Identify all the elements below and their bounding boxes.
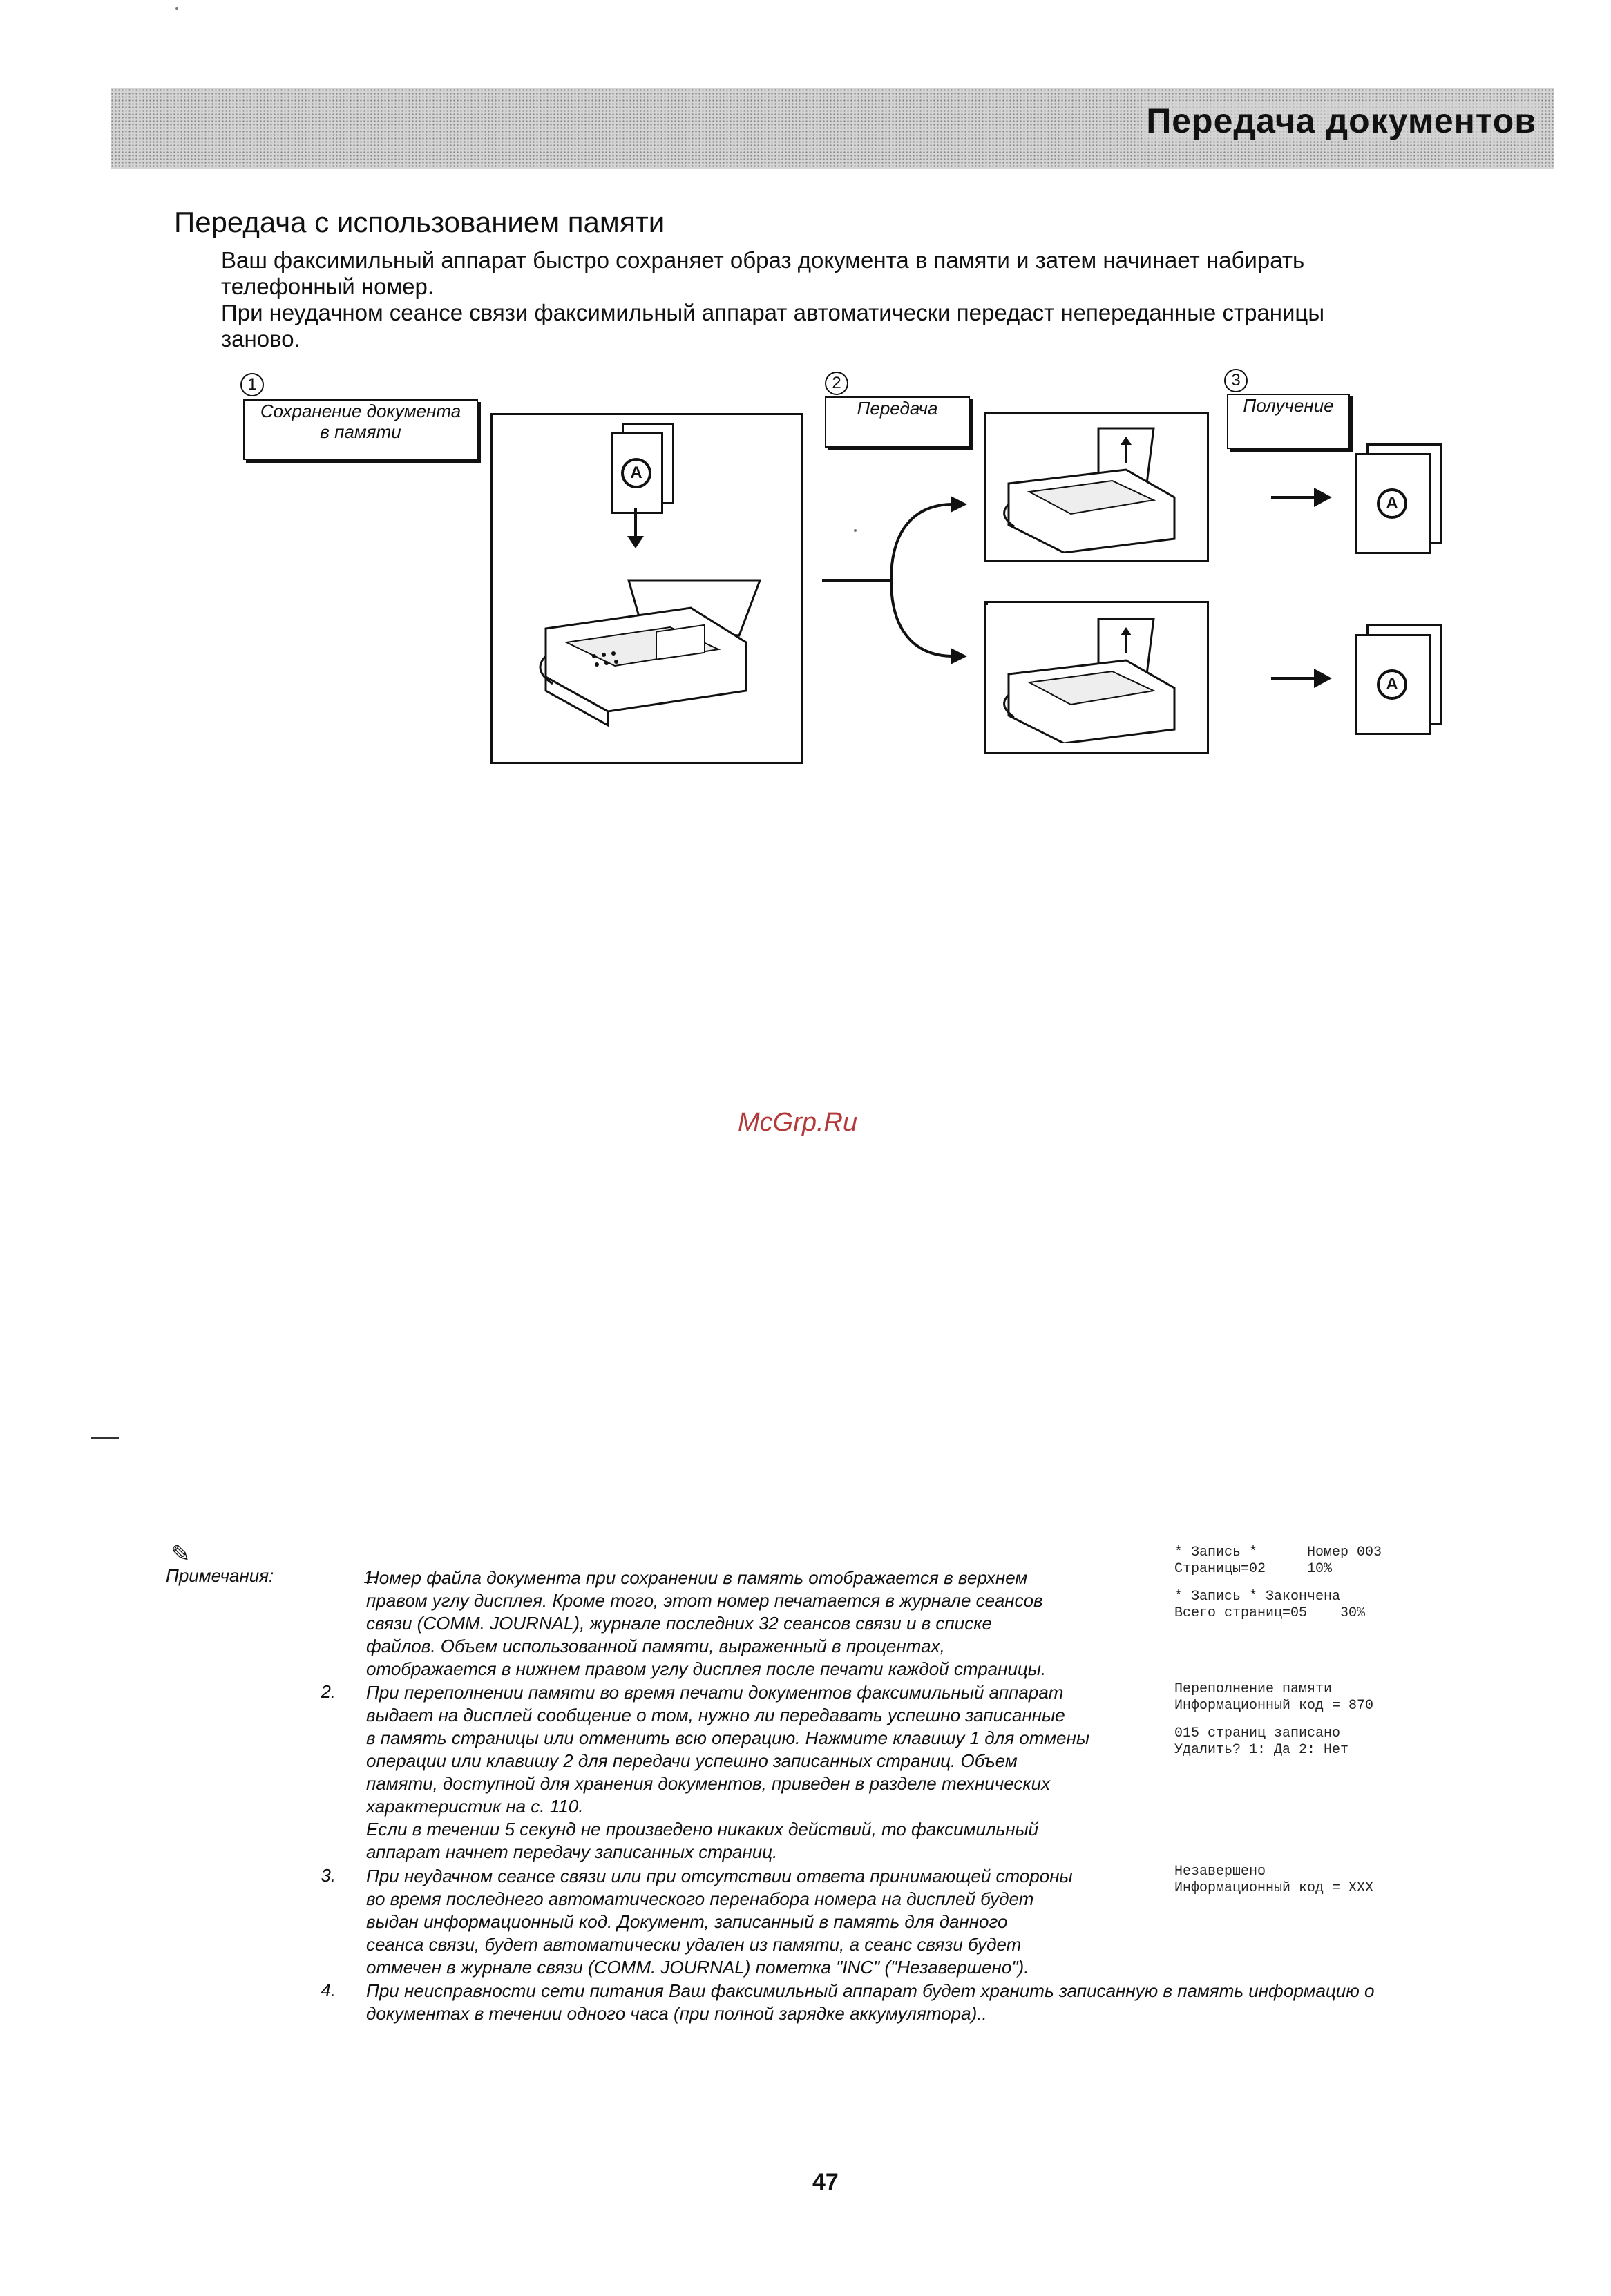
step-2-label-box: Передача [825, 396, 970, 448]
fax-machine-icon [539, 579, 762, 727]
note-1-line-5: отображается в нижнем правом углу диспле… [366, 1658, 1047, 1679]
step-1-label-line1: Сохранение документа [260, 401, 461, 421]
display-2-line-1: * Запись * Закончена [1174, 1589, 1341, 1605]
step-1-label-box: Сохранение документа в памяти [243, 399, 478, 460]
note-2-number: 2. [321, 1681, 336, 1702]
note-1-line-4: файлов. Объем использованной памяти, выр… [366, 1636, 945, 1656]
note-3-line-3: выдан информационный код. Документ, запи… [366, 1911, 1008, 1932]
note-3-text: При неудачном сеансе связи или при отсут… [366, 1865, 1333, 1979]
section-heading: Передача с использованием памяти [174, 206, 665, 238]
intro-line-1: Ваш факсимильный аппарат быстро сохраняе… [221, 247, 1305, 273]
note-1-line-1: Номер файла документа при сохранении в п… [366, 1567, 1028, 1588]
received-doc-top: A [1355, 453, 1431, 554]
step-3-label-box: Получение [1227, 394, 1350, 449]
note-4-text: При неисправности сети питания Ваш факси… [366, 1980, 1541, 2025]
note-2-line-8: аппарат начнет передачу записанных стран… [366, 1841, 778, 1862]
display-2-line-2: Всего страниц=05 30% [1174, 1605, 1366, 1621]
received-doc-top-mark: A [1377, 488, 1407, 519]
display-3-line-2: Информационный код = 870 [1174, 1698, 1374, 1714]
step-2-label: Передача [857, 398, 938, 419]
note-1-line-2: правом углу дисплея. Кроме того, этот но… [366, 1590, 1043, 1611]
store-panel [490, 413, 803, 764]
scan-speck [854, 529, 857, 532]
transmit-panel-top [984, 412, 1209, 562]
scan-speck [175, 7, 178, 10]
step-2-number: 2 [825, 372, 848, 395]
transmit-panel-bottom-frame [984, 601, 1209, 754]
scan-mark [91, 1437, 119, 1439]
step-1-label-line2: в памяти [320, 421, 401, 442]
display-5-line-1: Незавершено [1174, 1864, 1266, 1879]
display-4-line-2: Удалить? 1: Да 2: Нет [1174, 1742, 1349, 1758]
note-3-line-4: сеанса связи, будет автоматически удален… [366, 1934, 1022, 1955]
note-3-line-1: При неудачном сеансе связи или при отсут… [366, 1866, 1073, 1886]
document-mark: A [621, 458, 651, 488]
note-3-line-2: во время последнего автоматического пере… [366, 1888, 1034, 1909]
step-3-label: Получение [1243, 395, 1334, 416]
right-arrow-icon-top [1271, 488, 1332, 507]
note-2-line-4: операции или клавишу 2 для передачи успе… [366, 1750, 1018, 1771]
fax-sending-icon-bottom [1003, 618, 1176, 743]
note-2-line-3: в память страницы или отменить всю опера… [366, 1728, 1089, 1748]
right-arrow-icon-bottom [1271, 669, 1332, 688]
display-5-line-2: Информационный код = XXX [1174, 1880, 1374, 1896]
note-2-text: При переполнении памяти во время печати … [366, 1681, 1333, 1864]
received-doc-bottom: A [1355, 634, 1431, 735]
note-3-number: 3. [321, 1865, 336, 1886]
note-2-line-1: При переполнении памяти во время печати … [366, 1682, 1064, 1703]
display-1-line-2: Страницы=02 10% [1174, 1561, 1333, 1577]
note-4-number: 4. [321, 1980, 336, 2000]
note-4-line-1: При неисправности сети питания Ваш факси… [366, 1980, 1375, 2001]
intro-line-2: телефонный номер. [221, 274, 435, 299]
note-4-line-2: документах в течении одного часа (при по… [366, 2003, 987, 2024]
notes-label: Примечания: [166, 1565, 274, 1586]
note-1-text: Номер файла документа при сохранении в п… [366, 1567, 1333, 1681]
fax-sending-icon-top [1003, 427, 1176, 553]
note-1-line-3: связи (COMM. JOURNAL), журнале последних… [366, 1613, 992, 1634]
note-2-line-5: памяти, доступной для хранения документо… [366, 1773, 1051, 1794]
step-1-number: 1 [240, 373, 264, 396]
display-3-line-1: Переполнение памяти [1174, 1681, 1333, 1697]
page-title: Передача документов [1142, 101, 1541, 141]
received-doc-bottom-mark: A [1377, 669, 1407, 700]
note-1-number: 1. [363, 1567, 379, 1587]
document-sheet: A [611, 432, 663, 514]
step-3-number: 3 [1224, 369, 1248, 392]
page-number: 47 [812, 2169, 839, 2195]
intro-line-3: При неудачном сеансе связи факсимильный … [221, 300, 1325, 325]
display-1-line-1: * Запись * Номер 003 [1174, 1544, 1382, 1560]
note-3-line-5: отмечен в журнале связи (COMM. JOURNAL) … [366, 1957, 1029, 1978]
note-2-line-7: Если в течении 5 секунд не произведено н… [366, 1819, 1039, 1839]
watermark: McGrp.Ru [738, 1108, 858, 1137]
split-arrow-icon [822, 496, 967, 664]
display-4-line-1: 015 страниц записано [1174, 1725, 1341, 1741]
note-2-line-6: характеристик на с. 110. [366, 1796, 584, 1817]
intro-line-4: заново. [221, 326, 301, 352]
note-icon: ✎ [171, 1541, 191, 1567]
down-arrow-icon [627, 508, 644, 548]
note-2-line-2: выдает на дисплей сообщение о том, нужно… [366, 1705, 1065, 1725]
